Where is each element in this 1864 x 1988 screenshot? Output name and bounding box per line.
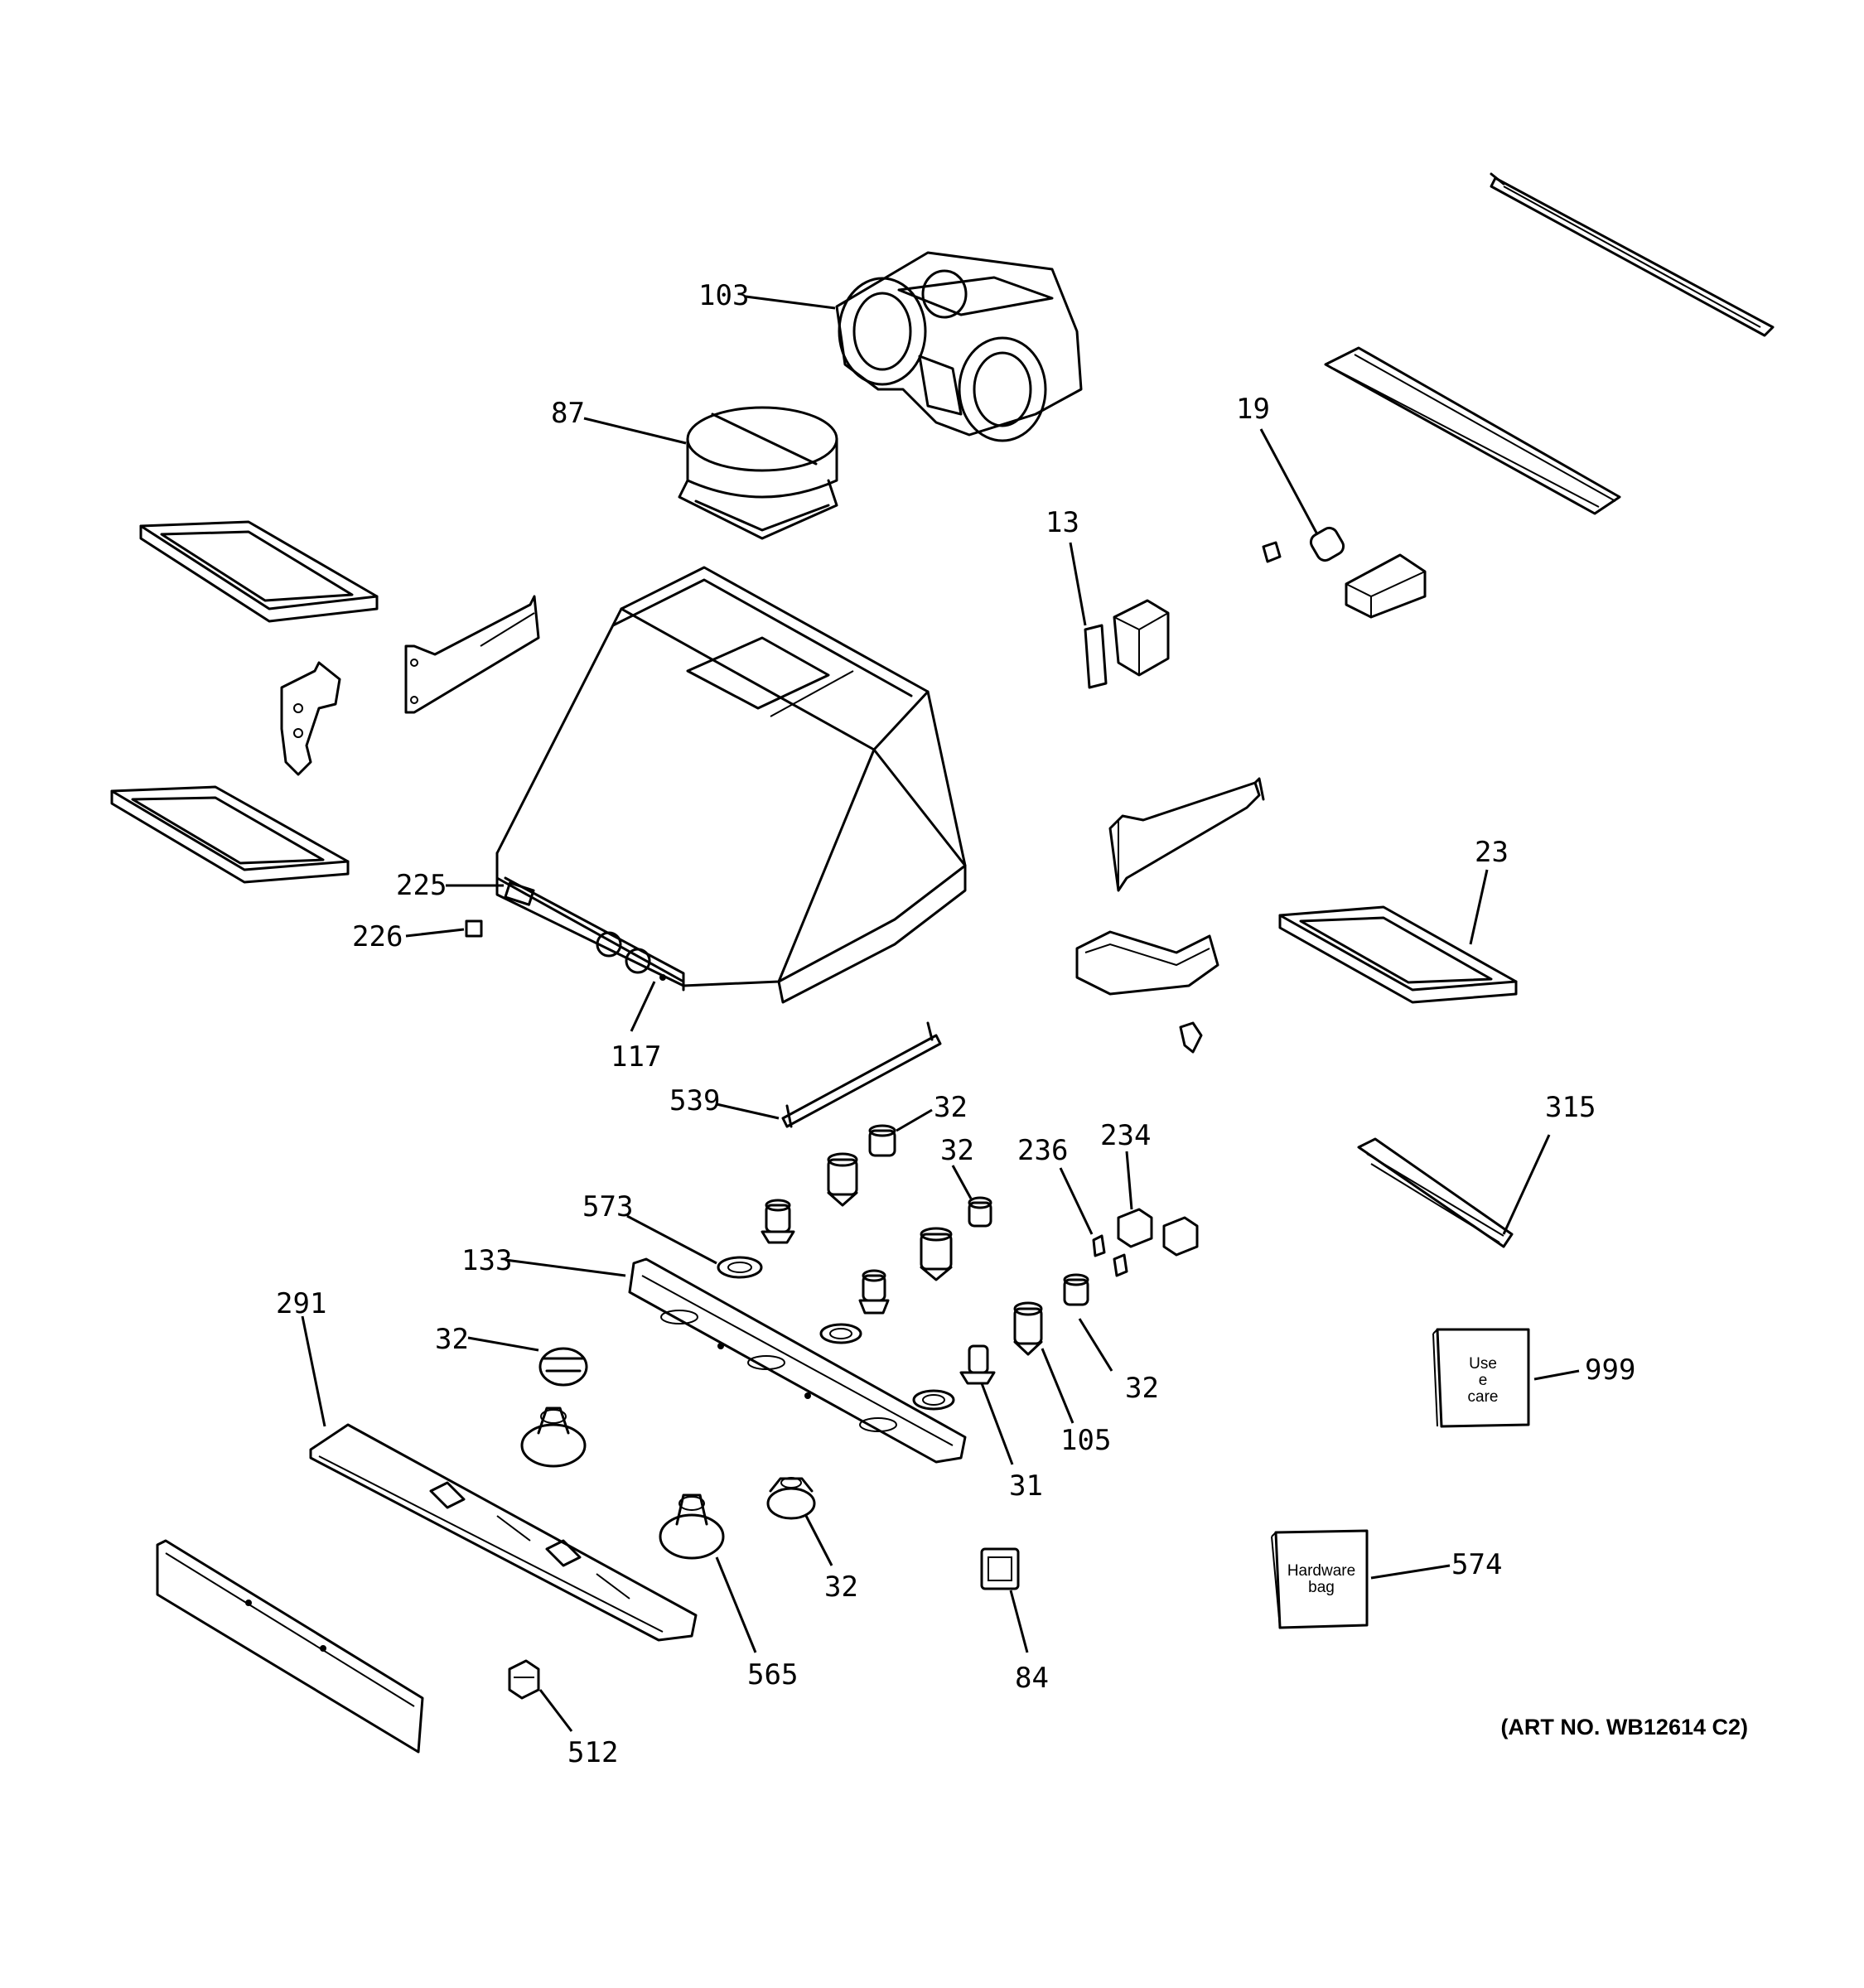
lower-trim [156, 1539, 424, 1754]
callout-32-a: 32 [934, 1091, 968, 1124]
knob-32-bottom [766, 1477, 816, 1520]
valve-5 [920, 1227, 953, 1281]
knob-1 [538, 1347, 588, 1387]
hardware-bag: Hardware bag [1271, 1529, 1369, 1629]
support-rod [781, 1021, 942, 1128]
right-bent-bracket [1075, 930, 1219, 1054]
right-channel [1324, 346, 1621, 515]
hardware-bag-line2: bag [1308, 1579, 1335, 1596]
valve-4 [968, 1196, 992, 1228]
callout-32-d: 32 [1125, 1372, 1159, 1405]
left-upper-bracket [404, 595, 540, 714]
callout-226: 226 [352, 920, 403, 953]
callout-32-b: 32 [940, 1134, 974, 1167]
callout-32-c: 32 [435, 1323, 469, 1356]
rail-315 [1357, 1137, 1514, 1248]
bezel-291 [309, 1423, 698, 1642]
small-clip [465, 919, 483, 938]
use-care-line1: Use [1469, 1355, 1497, 1373]
callout-291: 291 [276, 1287, 326, 1320]
filter-frame-right [1278, 905, 1518, 1004]
callout-236: 236 [1017, 1134, 1068, 1167]
top-rail [1490, 172, 1775, 337]
knob-565-a [520, 1407, 587, 1468]
callout-84: 84 [1015, 1662, 1049, 1695]
connector-512 [508, 1659, 540, 1700]
callout-13: 13 [1045, 506, 1079, 539]
ring-2 [819, 1323, 862, 1344]
callout-133: 133 [461, 1244, 512, 1277]
use-care-line2: e [1479, 1372, 1488, 1389]
filter-frame-bottom-left [110, 785, 350, 884]
callout-565: 565 [747, 1658, 798, 1691]
ring-3 [912, 1389, 955, 1411]
art-number: (ART NO. WB12614 C2) [1500, 1715, 1748, 1740]
callout-19: 19 [1236, 393, 1270, 426]
control-box [1084, 599, 1170, 689]
callout-999: 999 [1585, 1353, 1635, 1387]
callout-31: 31 [1009, 1469, 1043, 1503]
valve-2 [827, 1152, 858, 1207]
callout-105: 105 [1060, 1424, 1111, 1457]
hood-body [495, 566, 967, 1004]
use-care-manual: Use e care [1432, 1328, 1530, 1428]
valve-1 [868, 1124, 896, 1157]
callout-574: 574 [1451, 1548, 1502, 1581]
right-mid-bracket [1108, 777, 1265, 892]
callout-103: 103 [698, 279, 749, 312]
left-bracket [280, 661, 341, 776]
callout-573: 573 [582, 1190, 633, 1223]
callout-87: 87 [551, 397, 585, 430]
hardware-bag-line1: Hardware [1287, 1562, 1355, 1580]
callout-539: 539 [669, 1084, 720, 1117]
valve-7 [1063, 1273, 1089, 1306]
use-care-line3: care [1468, 1388, 1499, 1406]
light-module-84 [980, 1547, 1020, 1590]
callout-117: 117 [611, 1040, 661, 1074]
callout-labels: 103 87 19 13 23 225 226 117 539 32 32 23… [276, 279, 1635, 1769]
callout-315: 315 [1545, 1091, 1596, 1124]
ring-573 [717, 1256, 763, 1279]
capacitor-part [1262, 526, 1427, 619]
leader-lines [301, 295, 1580, 1732]
valve-105 [1013, 1301, 1043, 1356]
valve-6 [858, 1269, 890, 1315]
control-panel-133 [628, 1257, 967, 1464]
callout-23: 23 [1475, 836, 1509, 869]
callout-225: 225 [396, 869, 447, 902]
switch-234 [1092, 1208, 1199, 1277]
callout-32-e: 32 [824, 1571, 858, 1604]
callout-234: 234 [1100, 1119, 1151, 1152]
filter-frame-top-left [139, 520, 379, 623]
valve-31 [959, 1344, 996, 1385]
knob-565-b [659, 1493, 725, 1560]
valve-3 [761, 1199, 795, 1244]
damper-transition [678, 406, 838, 540]
callout-512: 512 [567, 1736, 618, 1769]
blower-housing [835, 251, 1083, 442]
